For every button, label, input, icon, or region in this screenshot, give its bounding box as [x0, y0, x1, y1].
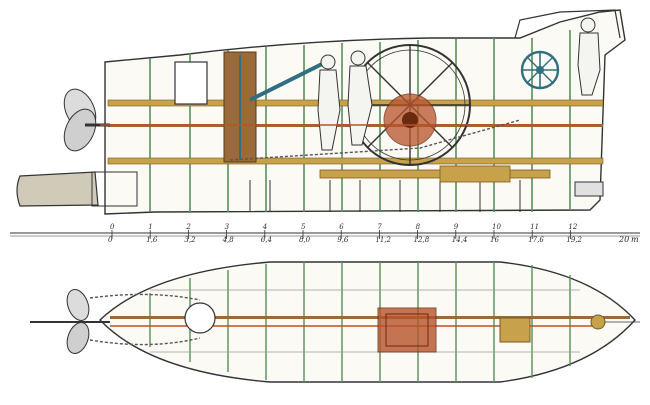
scale-upper-label: 0 — [110, 223, 115, 231]
scale-lower-label: 11,2 — [375, 236, 391, 244]
scale-lower-label: 9,6 — [337, 236, 349, 244]
conning-tower — [514, 9, 621, 39]
scale-upper-label: 11 — [530, 223, 539, 231]
plan-tank — [184, 302, 216, 334]
scale-lower-label: 12,8 — [414, 236, 430, 244]
plan-view — [30, 261, 640, 383]
bow-machinery — [574, 181, 604, 197]
scale-lower-label: 4,8 — [222, 236, 235, 244]
brass-cylinder — [499, 317, 531, 343]
helm-wheel — [520, 50, 560, 90]
scale-upper-label: 12 — [568, 223, 577, 231]
scale-upper-label: 5 — [301, 223, 306, 231]
scale-lower-label: 19,2 — [566, 236, 582, 244]
drive-chain — [229, 119, 521, 161]
crew-figure-1 — [317, 54, 341, 151]
lever-arm — [249, 58, 331, 102]
propeller-side — [63, 88, 110, 152]
scale-lower-label: 3,2 — [184, 236, 196, 244]
scale-upper-label: 1 — [148, 223, 152, 231]
scale-lower-label: 14,4 — [452, 236, 468, 244]
scale-bar: 0 0 1 1,6 2 3,2 3 4,8 4 6,4 5 8,0 6 9,6 7 11,2 8 12,8 9 14,… — [10, 223, 640, 244]
crew-figure-3 — [577, 17, 601, 96]
scale-lower-label: 16 — [490, 236, 499, 244]
scale-upper-label: 3 — [225, 223, 230, 231]
scale-lower-label: 0 — [108, 236, 113, 244]
scale-upper-label: 8 — [416, 223, 421, 231]
scale-ticks: 0 0 1 1,6 2 3,2 3 4,8 4 6,4 5 8,0 6 9,6 7 11,2 8 12,8 9 14,… — [108, 223, 583, 244]
scale-upper-label: 2 — [185, 223, 191, 231]
scale-lower-label: 6,4 — [261, 236, 272, 244]
scale-lower-label: 1,6 — [146, 236, 158, 244]
scale-upper-label: 9 — [454, 223, 459, 231]
scale-upper-label: 10 — [492, 223, 501, 231]
scale-upper-label: 7 — [377, 223, 382, 231]
rudder — [16, 171, 99, 207]
scale-lower-label: 8,0 — [299, 236, 311, 244]
side-elevation — [16, 9, 626, 215]
scale-unit: m — [631, 235, 639, 244]
keel-ribs — [249, 180, 521, 212]
plan-chain — [89, 293, 201, 346]
scale-lower-label: 17,6 — [528, 236, 544, 244]
piston-cylinder — [319, 169, 551, 179]
scale-upper-label: 6 — [339, 223, 344, 231]
scale-end-value: 20 — [618, 235, 629, 244]
central-gearbox — [377, 307, 437, 353]
hull-plan-outline — [99, 261, 636, 383]
propeller-plan — [30, 289, 110, 354]
ballast-tank — [174, 61, 208, 105]
bow-fitting — [590, 314, 606, 330]
scale-upper-label: 4 — [262, 223, 267, 231]
